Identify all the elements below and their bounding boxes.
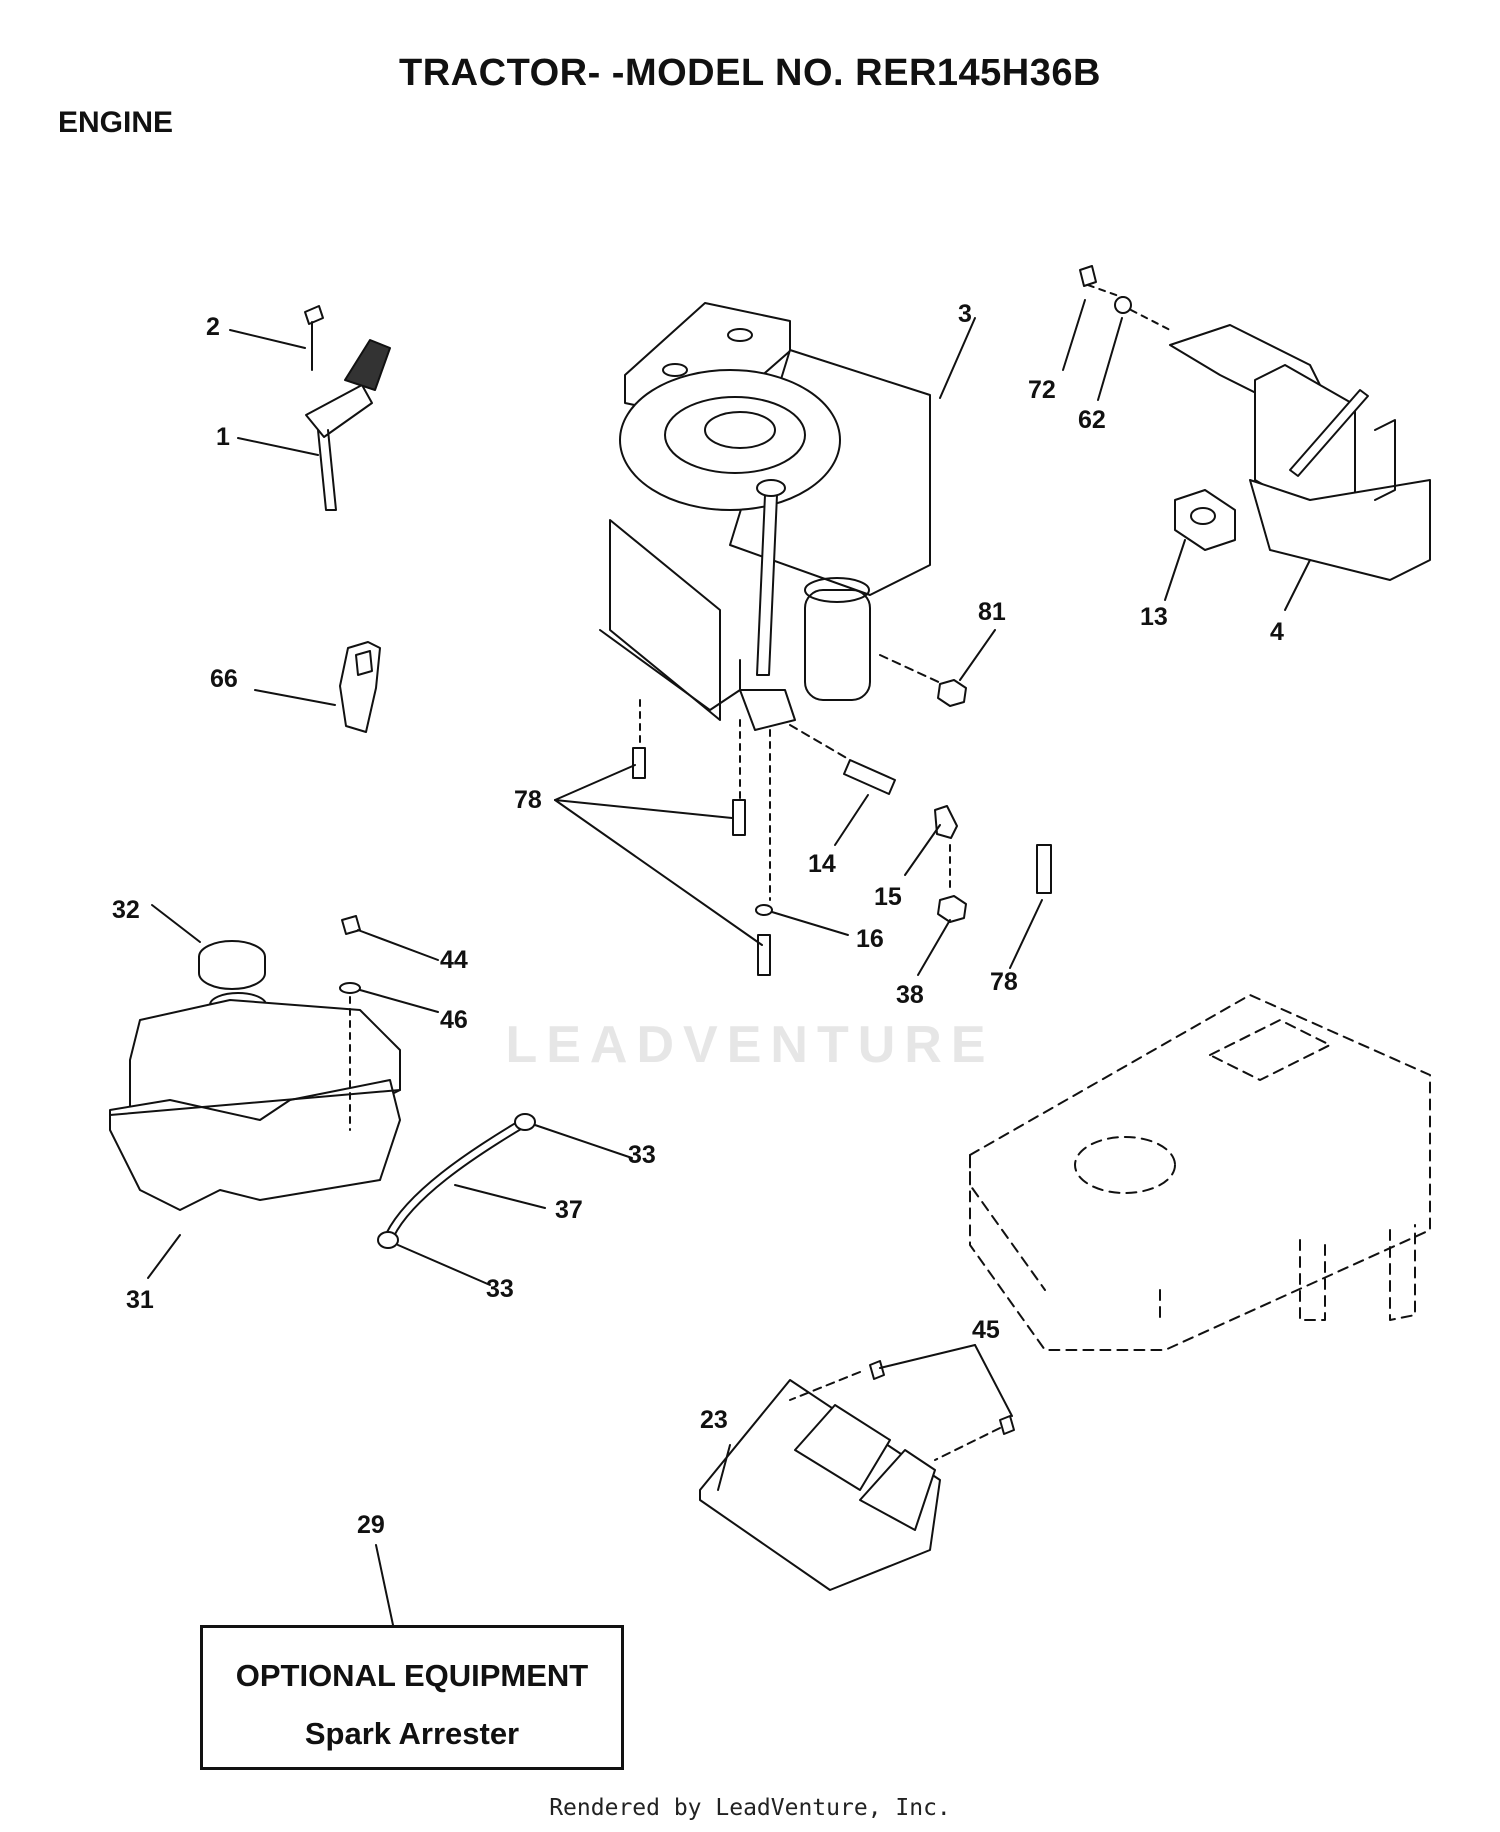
optional-equipment-item: Spark Arrester (304, 1716, 520, 1751)
callout-16: 16 (856, 925, 884, 953)
callout-38: 38 (896, 981, 924, 1009)
hardware-drawing (632, 679, 1052, 976)
fuel-tank-drawing (109, 915, 401, 1211)
callout-29: 29 (357, 1511, 385, 1539)
optional-equipment-title: OPTIONAL EQUIPMENT (235, 1658, 589, 1693)
callout-1: 1 (216, 423, 230, 451)
callout-2: 2 (206, 313, 220, 341)
callout-14: 14 (808, 850, 836, 878)
bracket-66-drawing (339, 641, 381, 733)
watermark-text: LEADVENTURE (505, 1016, 995, 1074)
plate-drawing (699, 1360, 1015, 1591)
throttle-control-drawing (304, 305, 391, 511)
engine-drawing (599, 302, 946, 901)
callout-3: 3 (958, 300, 972, 328)
callout-23: 23 (700, 1406, 728, 1434)
chassis-drawing (969, 994, 1431, 1351)
footer-credit: Rendered by LeadVenture, Inc. (549, 1795, 951, 1821)
callout-81: 81 (978, 598, 1006, 626)
fuel-line-drawing (377, 1113, 536, 1249)
callout-13: 13 (1140, 603, 1168, 631)
callout-45: 45 (972, 1316, 1000, 1344)
callout-33-upper: 33 (628, 1141, 656, 1169)
callout-72: 72 (1028, 376, 1056, 404)
callout-78-group: 78 (514, 786, 542, 814)
callout-62: 62 (1078, 406, 1106, 434)
callout-46: 46 (440, 1006, 468, 1034)
callout-15: 15 (874, 883, 902, 911)
callout-labels: 2 1 3 72 62 13 4 81 66 78 14 15 16 38 78… (112, 300, 1284, 1539)
callout-31: 31 (126, 1286, 154, 1314)
leader-lines (147, 299, 1311, 1626)
callout-33-lower: 33 (486, 1275, 514, 1303)
callout-66: 66 (210, 665, 238, 693)
callout-37: 37 (555, 1196, 583, 1224)
optional-equipment-box: OPTIONAL EQUIPMENT Spark Arrester (200, 1625, 624, 1770)
callout-78: 78 (990, 968, 1018, 996)
callout-32: 32 (112, 896, 140, 924)
callout-44: 44 (440, 946, 468, 974)
page-title: TRACTOR- -MODEL NO. RER145H36B (399, 52, 1101, 94)
muffler-drawing (1079, 265, 1431, 581)
section-title: ENGINE (58, 106, 174, 139)
callout-4: 4 (1270, 618, 1284, 646)
